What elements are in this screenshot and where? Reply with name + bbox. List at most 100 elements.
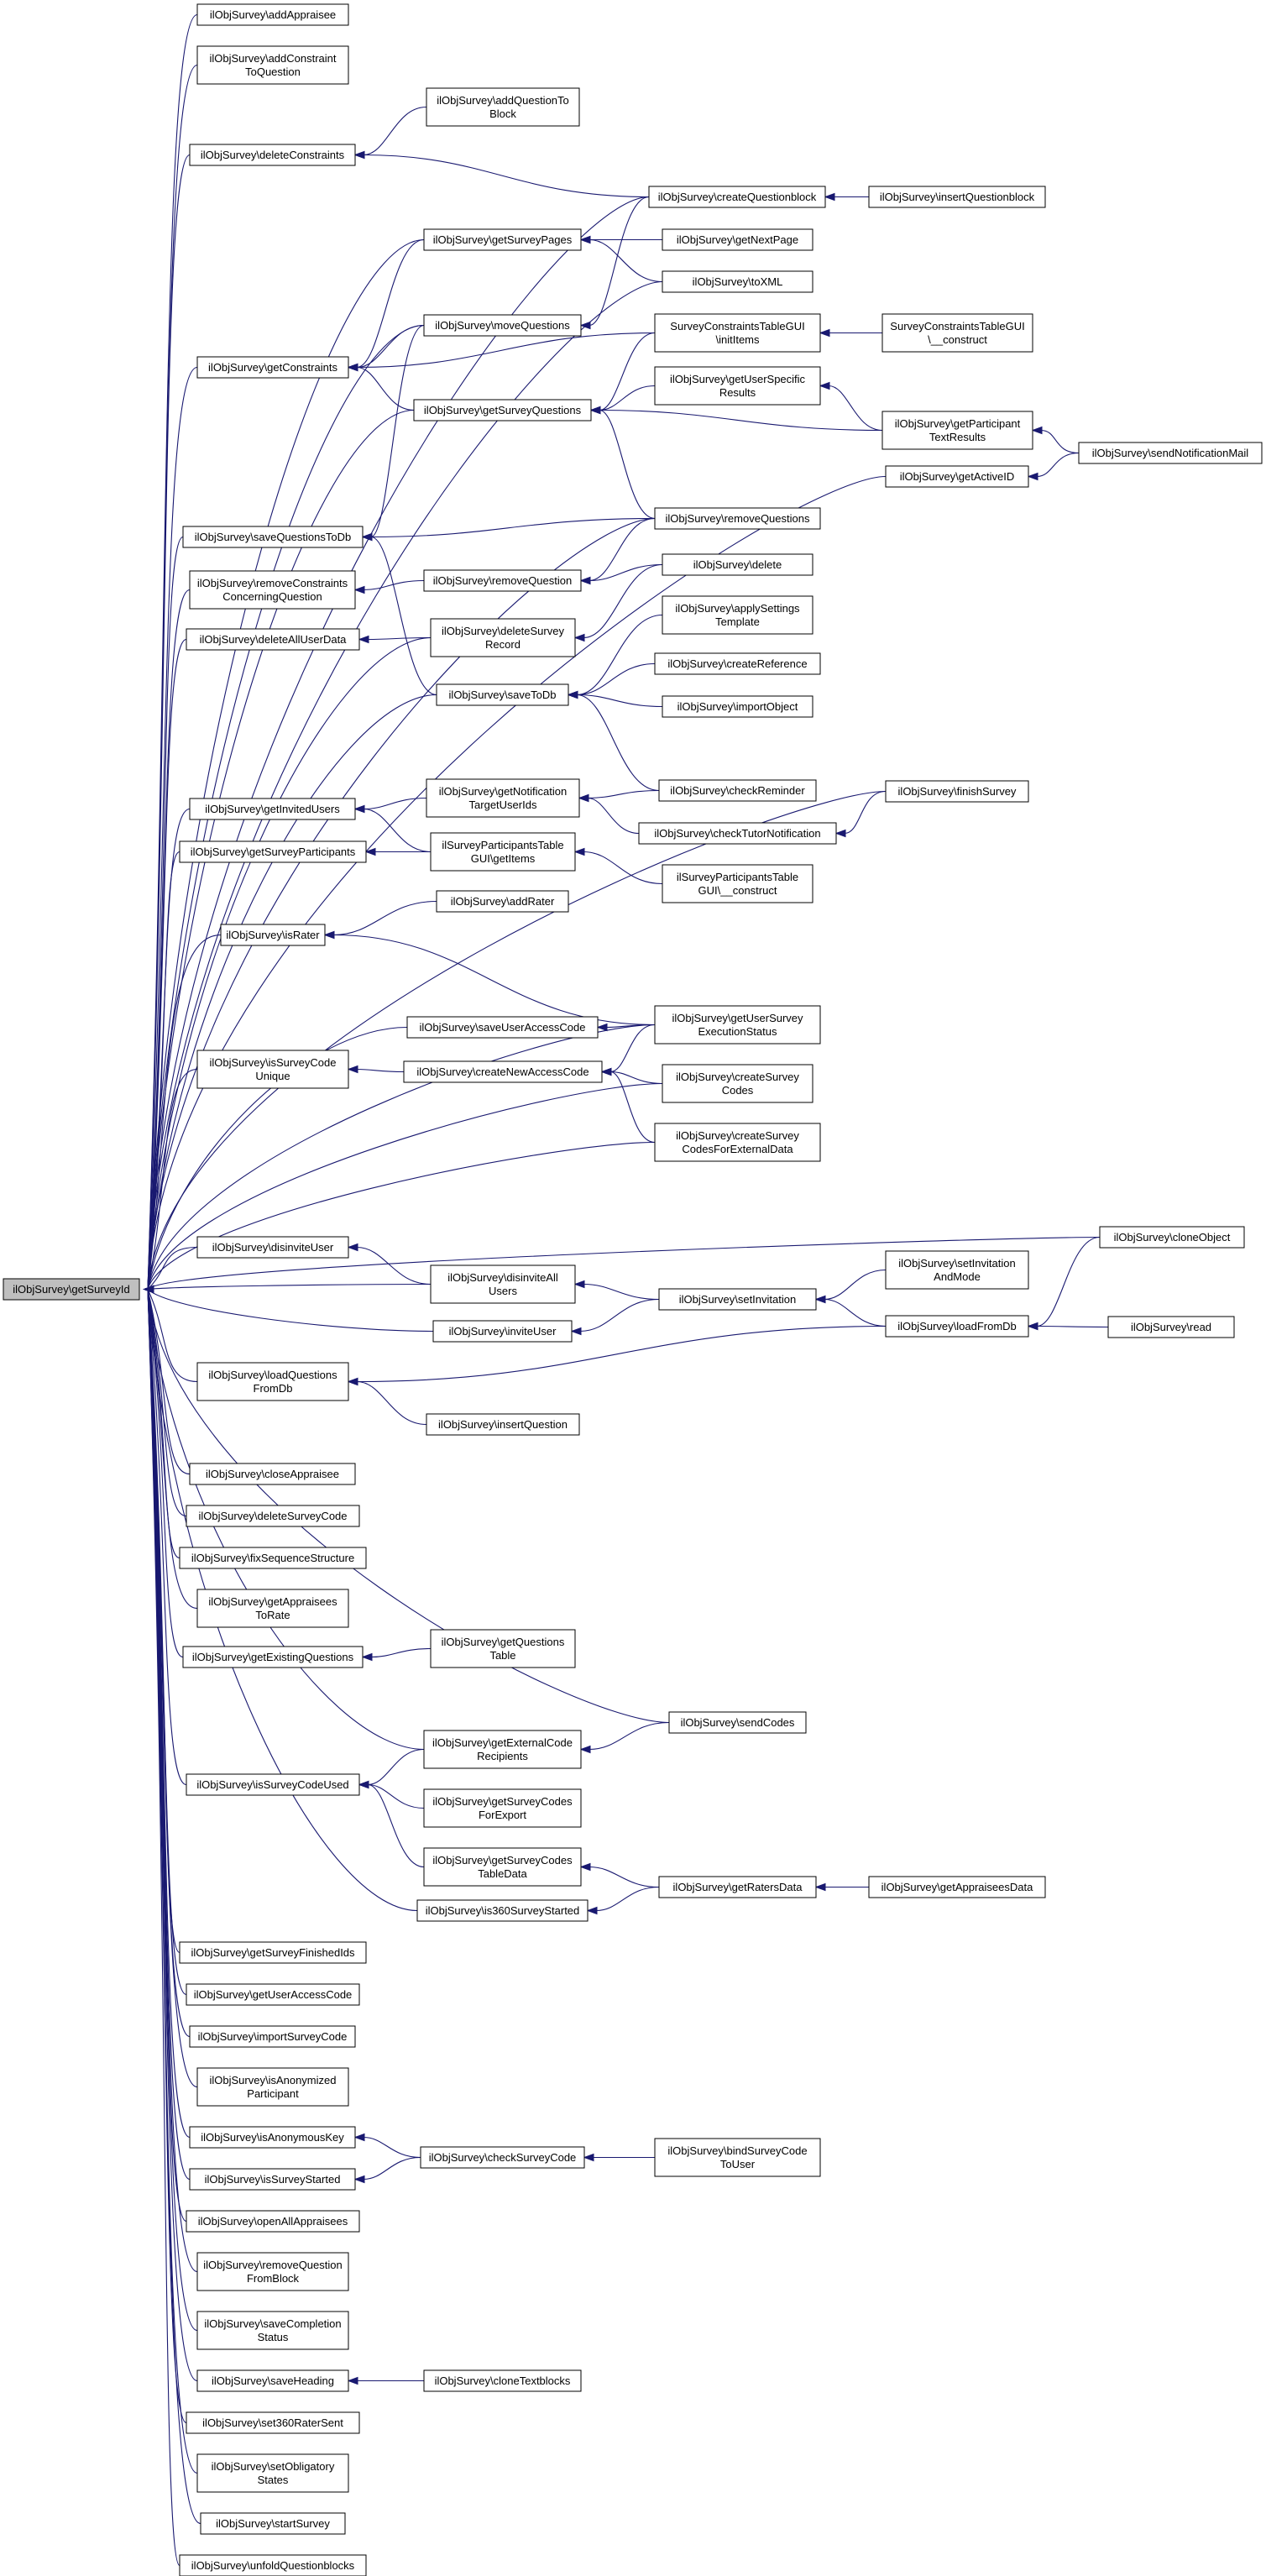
node-saveUserAccessCode[interactable]: ilObjSurvey\saveUserAccessCode (406, 1016, 599, 1039)
node-cloneObject[interactable]: ilObjSurvey\cloneObject (1099, 1226, 1245, 1249)
node-deleteConstraints[interactable]: ilObjSurvey\deleteConstraints (189, 144, 356, 166)
node-moveQuestions[interactable]: ilObjSurvey\moveQuestions (423, 314, 582, 337)
node-openAllAppraisees[interactable]: ilObjSurvey\openAllAppraisees (186, 2210, 360, 2233)
node-deleteAllUserData[interactable]: ilObjSurvey\deleteAllUserData (186, 628, 360, 651)
node-removeQuestion[interactable]: ilObjSurvey\removeQuestion (423, 569, 582, 592)
node-checkSurveyCode[interactable]: ilObjSurvey\checkSurveyCode (420, 2146, 585, 2169)
node-checkReminder[interactable]: ilObjSurvey\checkReminder (658, 779, 817, 802)
node-sendCodes[interactable]: ilObjSurvey\sendCodes (668, 1711, 807, 1734)
node-saveToDb[interactable]: ilObjSurvey\saveToDb (436, 683, 569, 706)
node-importSurveyCode[interactable]: ilObjSurvey\importSurveyCode (189, 2025, 356, 2048)
node-disinviteUser[interactable]: ilObjSurvey\disinviteUser (196, 1236, 349, 1259)
node-label: ExecutionStatus (698, 1025, 777, 1038)
node-isAnonymousKey[interactable]: ilObjSurvey\isAnonymousKey (189, 2126, 356, 2149)
edge-arrowhead (1027, 1322, 1038, 1331)
edge-line (599, 409, 656, 520)
node-getSurveyParticipants[interactable]: ilObjSurvey\getSurveyParticipants (179, 840, 367, 863)
node-getAppraiseesData[interactable]: ilObjSurvey\getAppraiseesData (868, 1876, 1046, 1898)
node-cloneTextblocks[interactable]: ilObjSurvey\cloneTextblocks (423, 2369, 582, 2392)
node-getSurveyPages[interactable]: ilObjSurvey\getSurveyPages (423, 228, 582, 251)
node-loadFromDb[interactable]: ilObjSurvey\loadFromDb (885, 1315, 1029, 1338)
node-getNextPage[interactable]: ilObjSurvey\getNextPage (662, 228, 813, 251)
node-label: ilObjSurvey\isAnonymousKey (201, 2131, 344, 2144)
node-read[interactable]: ilObjSurvey\read (1107, 1316, 1235, 1338)
node-saveQuestionsToDb[interactable]: ilObjSurvey\saveQuestionsToDb (182, 526, 364, 548)
node-label: ilObjSurvey\setObligatory (212, 2460, 335, 2473)
edge-arrowhead (347, 363, 358, 372)
node-getInvitedUsers[interactable]: ilObjSurvey\getInvitedUsers (189, 798, 356, 820)
node-label: Template (715, 615, 760, 628)
node-SurveyConstraintsTableGUIconstruct[interactable]: SurveyConstraintsTableGUI\__construct (881, 313, 1033, 353)
node-removeQuestions[interactable]: ilObjSurvey\removeQuestions (654, 507, 821, 530)
node-saveHeading[interactable]: ilObjSurvey\saveHeading (196, 2369, 349, 2392)
node-getSurveyQuestions[interactable]: ilObjSurvey\getSurveyQuestions (413, 399, 592, 421)
node-label: ilObjSurvey\setInvitation (679, 1293, 796, 1306)
node-sendNotificationMail[interactable]: ilObjSurvey\sendNotificationMail (1078, 442, 1263, 464)
node-getSurveyId[interactable]: ilObjSurvey\getSurveyId (3, 1278, 140, 1301)
node-unfoldQuestionblocks[interactable]: ilObjSurvey\unfoldQuestionblocks (179, 2554, 367, 2576)
node-inviteUser[interactable]: ilObjSurvey\inviteUser (432, 1320, 573, 1343)
node-fixSequenceStructure[interactable]: ilObjSurvey\fixSequenceStructure (179, 1547, 367, 1569)
node-label: ilObjSurvey\saveQuestionsToDb (195, 531, 351, 543)
node-label: ilObjSurvey\moveQuestions (435, 319, 570, 332)
node-insertQuestion[interactable]: ilObjSurvey\insertQuestion (426, 1413, 580, 1436)
node-SurveyConstraintsTableGUIinitItems[interactable]: SurveyConstraintsTableGUI\initItems (654, 313, 821, 353)
node-insertQuestionblock[interactable]: ilObjSurvey\insertQuestionblock (868, 186, 1046, 208)
node-getUserAccessCode[interactable]: ilObjSurvey\getUserAccessCode (186, 1983, 360, 2006)
node-addAppraisee[interactable]: ilObjSurvey\addAppraisee (196, 3, 349, 26)
node-is360SurveyStarted[interactable]: ilObjSurvey\is360SurveyStarted (416, 1899, 589, 1922)
node-deleteSurveyCode[interactable]: ilObjSurvey\deleteSurveyCode (186, 1505, 360, 1527)
node-isRater[interactable]: ilObjSurvey\isRater (220, 924, 326, 946)
node-box (668, 1711, 807, 1734)
node-isSurveyStarted[interactable]: ilObjSurvey\isSurveyStarted (189, 2168, 356, 2191)
node-checkTutorNotification[interactable]: ilObjSurvey\checkTutorNotification (638, 822, 837, 845)
node-getRatersData[interactable]: ilObjSurvey\getRatersData (658, 1876, 817, 1898)
node-closeAppraisee[interactable]: ilObjSurvey\closeAppraisee (189, 1463, 356, 1485)
node-importObject[interactable]: ilObjSurvey\importObject (662, 695, 813, 718)
node-getConstraints[interactable]: ilObjSurvey\getConstraints (196, 356, 349, 379)
node-startSurvey[interactable]: ilObjSurvey\startSurvey (200, 2512, 346, 2535)
node-getExistingQuestions[interactable]: ilObjSurvey\getExistingQuestions (182, 1646, 364, 1668)
node-delete[interactable]: ilObjSurvey\delete (662, 553, 813, 576)
node-createReference[interactable]: ilObjSurvey\createReference (654, 652, 821, 675)
node-box (658, 1288, 817, 1311)
node-getActiveID[interactable]: ilObjSurvey\getActiveID (885, 465, 1029, 488)
edge-addRater-to-isRater (323, 900, 437, 940)
node-isSurveyCodeUsed[interactable]: ilObjSurvey\isSurveyCodeUsed (186, 1773, 360, 1796)
node-getSurveyFinishedIds[interactable]: ilObjSurvey\getSurveyFinishedIds (179, 1941, 367, 1964)
node-addRater[interactable]: ilObjSurvey\addRater (436, 890, 569, 913)
node-set360RaterSent[interactable]: ilObjSurvey\set360RaterSent (186, 2411, 360, 2434)
node-createSurveyCodesForExternalData[interactable]: ilObjSurvey\createSurveyCodesForExternal… (654, 1123, 821, 1162)
node-finishSurvey[interactable]: ilObjSurvey\finishSurvey (885, 780, 1029, 803)
node-toXML[interactable]: ilObjSurvey\toXML (662, 270, 813, 293)
node-removeConstraintsConcerningQuestion[interactable]: ilObjSurvey\removeConstraintsConcerningQ… (189, 570, 356, 610)
node-createNewAccessCode[interactable]: ilObjSurvey\createNewAccessCode (403, 1060, 603, 1083)
node-createQuestionblock[interactable]: ilObjSurvey\createQuestionblock (648, 186, 826, 208)
node-setInvitation[interactable]: ilObjSurvey\setInvitation (658, 1288, 817, 1311)
